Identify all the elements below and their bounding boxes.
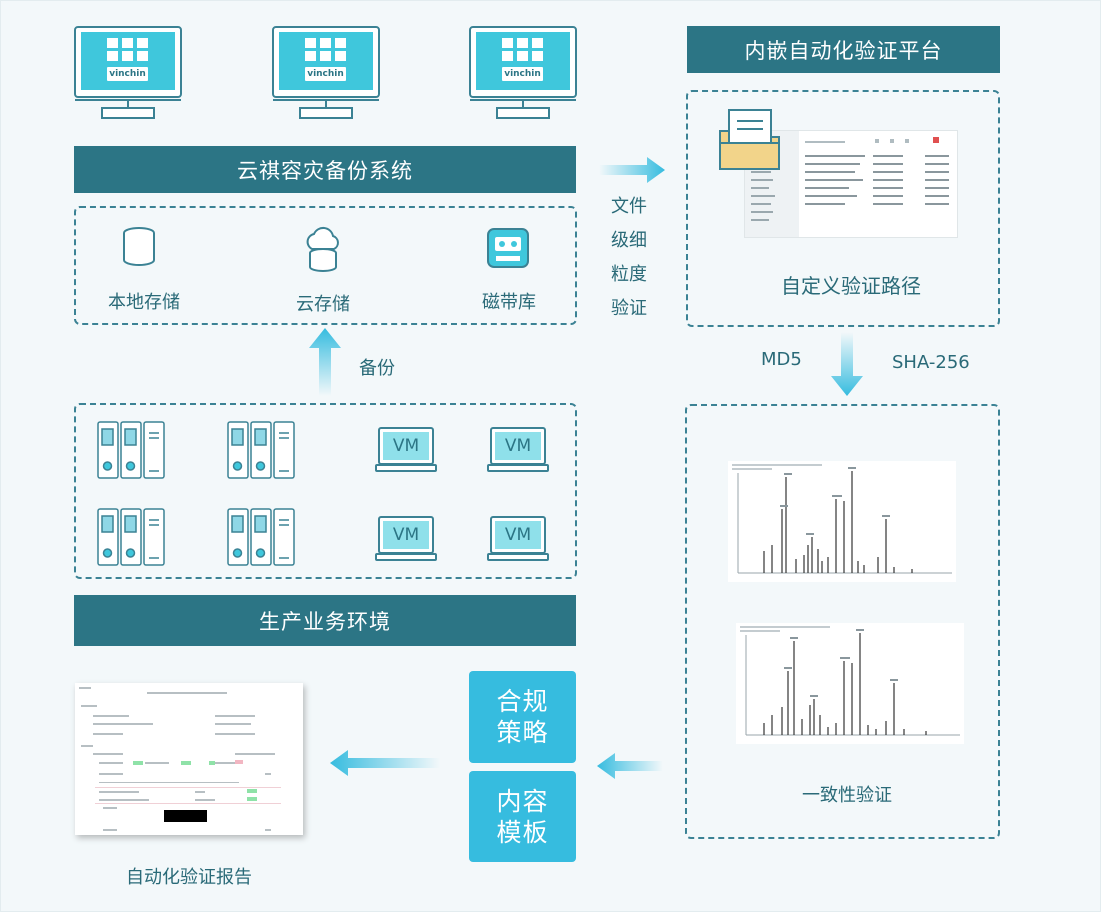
server-rack-icon bbox=[227, 421, 297, 479]
consistency-box bbox=[685, 404, 1000, 839]
right-arrow bbox=[599, 157, 665, 183]
folder-icon bbox=[719, 109, 781, 171]
server-rack-icon bbox=[97, 508, 167, 566]
local-storage-label: 本地存储 bbox=[108, 292, 180, 313]
cloud-storage-label: 云存储 bbox=[296, 294, 350, 315]
custom-path-label: 自定义验证路径 bbox=[781, 274, 921, 298]
file-granularity-label: 文件 级细 粒度 验证 bbox=[611, 196, 647, 319]
vm-laptop-icon: VM bbox=[375, 427, 437, 473]
down-arrow bbox=[830, 332, 864, 396]
left-arrow bbox=[597, 753, 663, 779]
monitor-brand: vinchin bbox=[307, 69, 344, 79]
report-document-thumbnail bbox=[75, 683, 303, 835]
monitor-icon: vinchin bbox=[74, 26, 182, 122]
report-label: 自动化验证报告 bbox=[126, 867, 252, 888]
spectrum-chart-thumbnail bbox=[736, 623, 964, 744]
server-rack-icon bbox=[227, 508, 297, 566]
backup-label: 备份 bbox=[359, 358, 395, 379]
monitor-brand: vinchin bbox=[504, 69, 541, 79]
spectrum-chart-thumbnail bbox=[728, 461, 956, 582]
tape-library-icon bbox=[487, 228, 529, 268]
md5-label: MD5 bbox=[761, 349, 802, 370]
vm-laptop-icon: VM bbox=[375, 516, 437, 562]
consistency-label: 一致性验证 bbox=[802, 785, 892, 806]
database-icon bbox=[122, 227, 156, 269]
backup-system-banner: 云祺容灾备份系统 bbox=[74, 146, 576, 193]
content-template-box: 内容 模板 bbox=[469, 771, 576, 862]
production-env-banner: 生产业务环境 bbox=[74, 595, 576, 646]
server-rack-icon bbox=[97, 421, 167, 479]
vm-laptop-icon: VM bbox=[487, 516, 549, 562]
backup-up-arrow bbox=[308, 328, 342, 396]
monitor-brand: vinchin bbox=[109, 69, 146, 79]
left-arrow bbox=[330, 750, 440, 776]
cloud-storage-icon bbox=[302, 225, 344, 277]
vm-laptop-icon: VM bbox=[487, 427, 549, 473]
monitor-icon: vinchin bbox=[272, 26, 380, 122]
storage-box bbox=[74, 206, 577, 325]
compliance-policy-box: 合规 策略 bbox=[469, 671, 576, 763]
tape-library-label: 磁带库 bbox=[482, 292, 536, 313]
monitor-icon: vinchin bbox=[469, 26, 577, 122]
verification-platform-banner: 内嵌自动化验证平台 bbox=[687, 26, 1000, 73]
sha256-label: SHA-256 bbox=[892, 352, 970, 373]
custom-path-box bbox=[686, 90, 1000, 327]
production-box bbox=[74, 403, 577, 579]
